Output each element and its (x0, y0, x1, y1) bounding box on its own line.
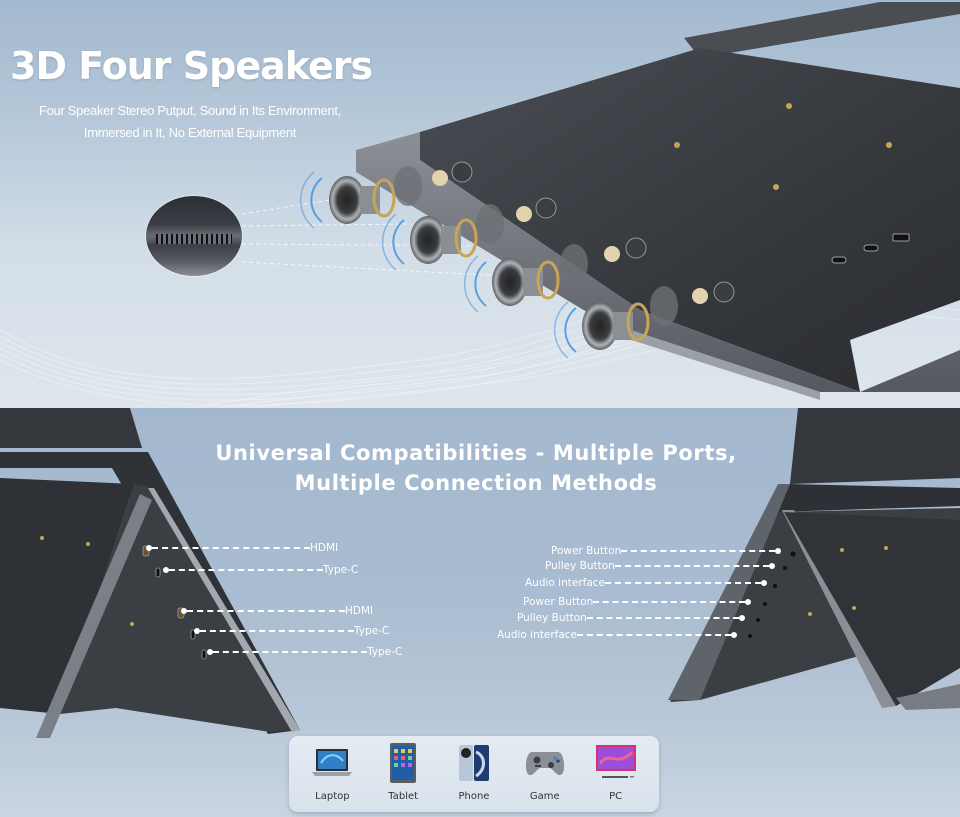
callout-power-button-1: Power Button (551, 544, 782, 558)
device-laptop: Laptop (299, 741, 365, 802)
callout-dash (213, 651, 367, 653)
callout-label: Type-C (367, 646, 403, 658)
speaker-2 (381, 197, 557, 271)
subline-line-1: Four Speaker Stereo Putput, Sound in Its… (38, 103, 342, 118)
callout-dash (621, 550, 776, 552)
callout-label: Pulley Button (517, 612, 587, 624)
callout-power-button-2: Power Button (523, 595, 752, 609)
callout-dash (152, 547, 310, 549)
callout-dot (146, 545, 152, 551)
compatibility-title: Universal Compatibilities - Multiple Por… (0, 438, 952, 498)
callout-label: Type-C (323, 564, 359, 576)
callout-dash (605, 582, 762, 584)
callout-label: Audio interface (525, 577, 606, 589)
monitor-icon (594, 741, 638, 785)
compatibility-title-line-1: Universal Compatibilities - Multiple Por… (215, 441, 737, 465)
laptop-icon (311, 741, 353, 785)
speaker-4 (553, 281, 735, 359)
callout-dash (593, 601, 746, 603)
device-phone: Phone (441, 741, 507, 802)
speaker-drivers (299, 161, 735, 359)
right-monitor-render (668, 408, 960, 710)
callout-typec-3: Type-C (207, 645, 402, 659)
speaker-3 (463, 237, 647, 313)
callout-dash (187, 610, 345, 612)
subline: Four Speaker Stereo Putput, Sound in Its… (10, 100, 370, 144)
monitor-rear-render (356, 2, 960, 400)
callout-label: Power Button (523, 596, 594, 608)
tablet-icon (388, 741, 418, 785)
callout-dot (761, 580, 768, 586)
device-label: Phone (458, 791, 490, 802)
speaker-grill-magnifier (146, 196, 242, 276)
device-game: Game (512, 741, 578, 802)
callout-dash (577, 634, 732, 636)
callout-dot (768, 563, 775, 569)
callout-label: Audio interface (497, 629, 578, 641)
callout-pulley-button-1: Pulley Button (545, 559, 775, 573)
device-label: PC (609, 791, 623, 802)
callout-dot (745, 599, 752, 605)
callout-label: Power Button (551, 545, 622, 557)
compatible-devices-strip: Laptop Tablet (289, 736, 659, 812)
speaker-1 (299, 161, 473, 229)
callout-dot (738, 615, 745, 621)
callout-dot (731, 632, 738, 638)
callout-dot (181, 608, 187, 614)
device-pc: PC (583, 741, 649, 802)
compatibility-panel: Universal Compatibilities - Multiple Por… (0, 408, 960, 817)
callout-dash (200, 630, 354, 632)
callout-label: Pulley Button (545, 560, 615, 572)
device-label: Laptop (315, 791, 350, 802)
callout-typec-2: Type-C (194, 624, 389, 638)
speakers-panel: 3D Four Speakers Four Speaker Stereo Put… (0, 0, 960, 408)
sound-wave-lines (0, 266, 960, 408)
callout-audio-interface-1: Audio interface (525, 576, 768, 590)
speaker-grill (156, 234, 232, 244)
device-tablet: Tablet (370, 741, 436, 802)
callout-pulley-button-2: Pulley Button (517, 611, 745, 625)
gamepad-icon (524, 741, 566, 785)
callout-label: HDMI (310, 542, 339, 554)
callout-dash (169, 569, 323, 571)
headline: 3D Four Speakers (10, 44, 373, 88)
callout-dot (775, 548, 782, 554)
device-label: Tablet (388, 791, 419, 802)
callout-dot (194, 628, 200, 634)
phone-icon (458, 741, 490, 785)
callout-dash (614, 565, 769, 567)
subline-line-2: Immersed in It, No External Equipment (83, 125, 297, 140)
callout-hdmi-1: HDMI (146, 541, 338, 555)
compatibility-title-line-2: Multiple Connection Methods (294, 471, 658, 495)
callout-audio-interface-2: Audio interface (497, 628, 738, 642)
callout-dot (207, 649, 213, 655)
callout-hdmi-2: HDMI (181, 604, 373, 618)
callout-dash (586, 617, 739, 619)
callout-typec-1: Type-C (163, 563, 358, 577)
callout-label: HDMI (345, 605, 374, 617)
callout-label: Type-C (354, 625, 390, 637)
device-label: Game (529, 791, 560, 802)
callout-dot (163, 567, 169, 573)
